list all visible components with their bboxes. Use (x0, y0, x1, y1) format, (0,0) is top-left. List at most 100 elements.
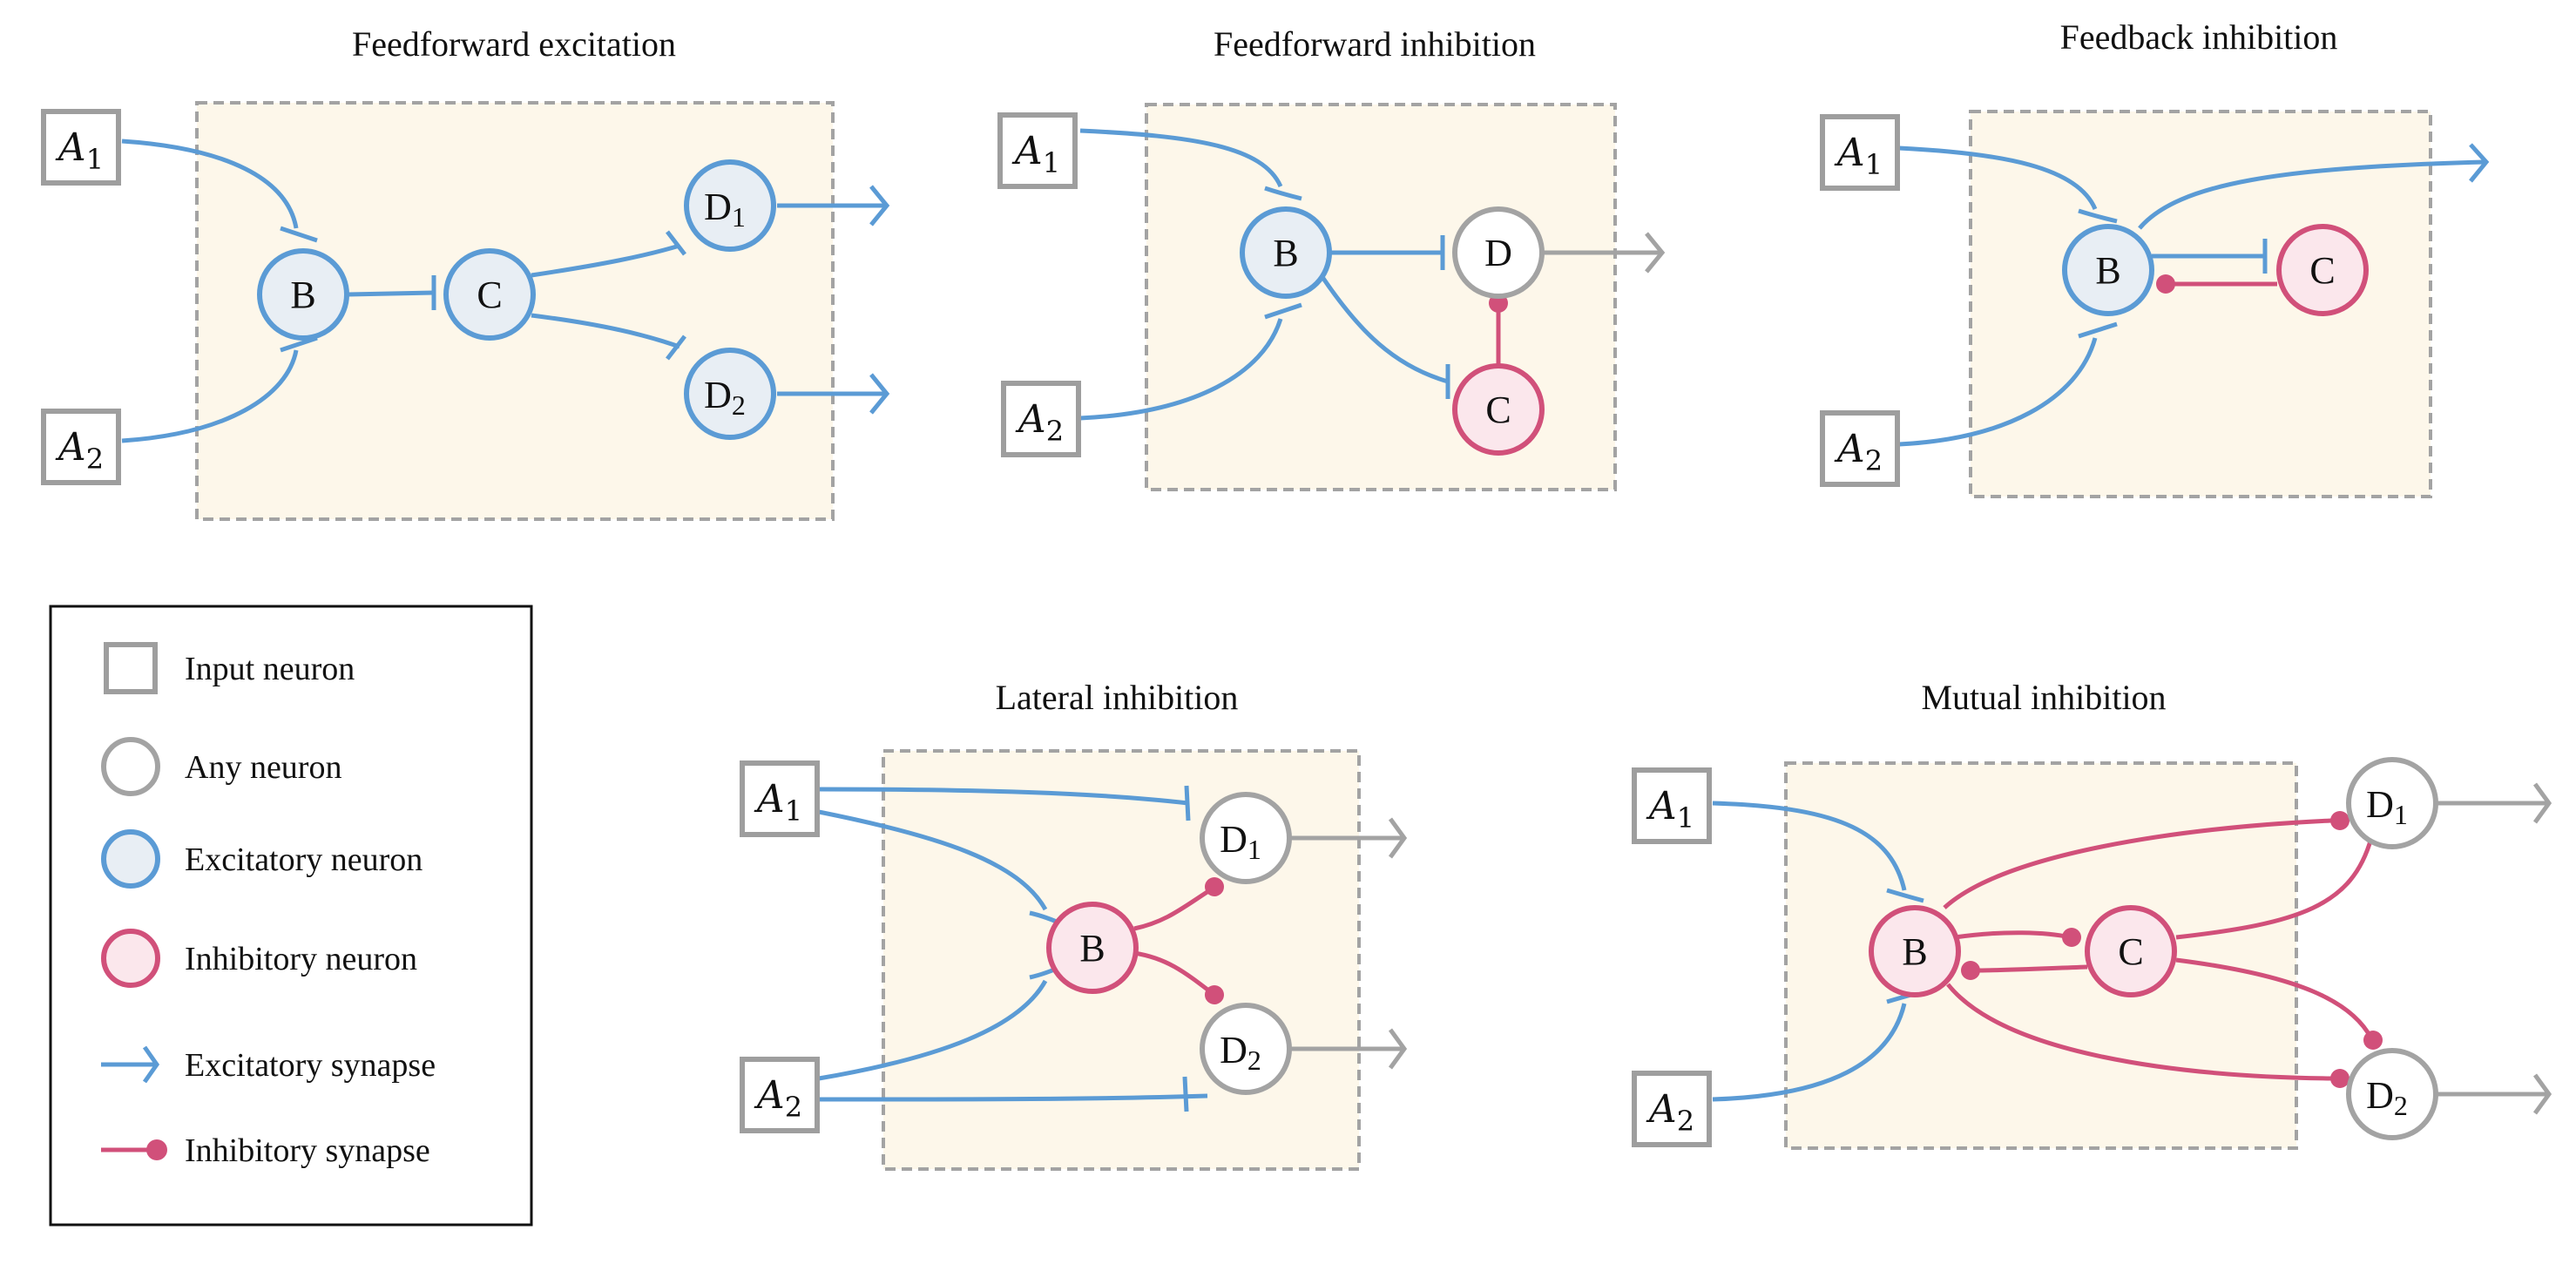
svg-text:A1: A1 (1011, 129, 1060, 179)
svg-text:A2: A2 (1646, 1087, 1694, 1138)
output-synapse (1289, 817, 1408, 859)
inhibitory-synapse (2175, 957, 2374, 1040)
excitatory-synapse (2138, 159, 2485, 230)
panel-feedforward-inhibition: Feedforward inhibition A1 A2 B D C (997, 24, 1666, 491)
neuron-label: C (477, 274, 502, 316)
svg-text:D1: D1 (704, 186, 746, 233)
inhibitory-synapse (1973, 964, 2088, 973)
svg-text:A2: A2 (1015, 397, 1064, 448)
input-neuron-a2 (41, 409, 121, 485)
inhibitory-terminal (2363, 1031, 2383, 1050)
circuit-box (1969, 110, 2432, 498)
neuron-label: D (2366, 783, 2394, 826)
inhibitory-terminal (2062, 928, 2081, 947)
excitatory-neuron-b (2062, 224, 2154, 316)
excitatory-synapse (121, 139, 299, 229)
neuron-label: D (1484, 232, 1512, 274)
synapse-terminal (666, 230, 686, 256)
neuron-label: A (1834, 427, 1865, 471)
neuron-subscript: 2 (1247, 1044, 1261, 1076)
legend-excitatory-synapse: Excitatory synapse (185, 1047, 436, 1084)
neuron-subscript: 2 (2394, 1090, 2408, 1121)
neuron-subscript: 1 (1043, 146, 1060, 179)
input-neuron-a1 (41, 109, 121, 186)
neuron-label: A (1646, 784, 1677, 828)
excitatory-synapse (348, 290, 435, 297)
excitatory-synapse (818, 809, 1048, 911)
legend-any-neuron-icon (101, 737, 160, 796)
excitatory-synapse (1898, 145, 2098, 211)
circuit-box (1784, 761, 2298, 1150)
inhibitory-terminal (1205, 877, 1224, 896)
neuron-label: D (704, 374, 732, 416)
neuron-label: C (2309, 249, 2335, 292)
legend-any-neuron: Any neuron (185, 749, 341, 786)
panel-title: Feedback inhibition (2060, 17, 2338, 57)
output-synapse (1542, 232, 1666, 274)
legend-input-neuron-icon (104, 642, 158, 694)
inhibitory-synapse (1954, 930, 2071, 940)
inhibitory-neuron-b (1869, 905, 1961, 997)
svg-text:A2: A2 (1834, 427, 1883, 477)
excitatory-synapse (121, 349, 299, 443)
neuron-label: B (1902, 930, 1927, 973)
svg-text:A2: A2 (754, 1073, 802, 1124)
excitatory-synapse (531, 243, 680, 278)
neuron-label: A (55, 125, 86, 170)
neuron-subscript: 2 (1865, 444, 1883, 477)
svg-text:D1: D1 (2366, 783, 2408, 830)
neuron-subscript: 1 (1247, 834, 1261, 865)
excitatory-synapse (818, 787, 1189, 806)
svg-text:D2: D2 (704, 374, 746, 421)
excitatory-neuron-c (443, 248, 536, 341)
any-neuron-d1 (1200, 792, 1292, 884)
neuron-subscript: 2 (86, 443, 104, 476)
input-neuron-a2 (1820, 410, 1900, 487)
excitatory-synapse (531, 313, 680, 349)
svg-text:A1: A1 (1646, 784, 1694, 835)
neuron-subscript: 1 (2394, 799, 2408, 830)
input-neuron-a2 (1001, 381, 1081, 457)
neuron-label: B (2095, 249, 2120, 292)
panel-title: Feedforward inhibition (1214, 24, 1536, 64)
svg-text:A2: A2 (55, 425, 104, 476)
synapse-terminal (1182, 1076, 1189, 1112)
inhibitory-terminal (2330, 811, 2350, 830)
inhibitory-terminal (1205, 985, 1224, 1004)
excitatory-synapse (1079, 128, 1283, 188)
excitatory-synapse (818, 1093, 1208, 1102)
legend-input-neuron: Input neuron (185, 651, 355, 687)
panel-title: Lateral inhibition (996, 678, 1239, 717)
neuron-label: A (1011, 129, 1043, 173)
circuit-box (1145, 103, 1617, 491)
inhibitory-synapse (1943, 818, 2332, 909)
neuron-label: D (1220, 1029, 1247, 1071)
output-synapse (777, 185, 890, 226)
excitatory-neuron-b (257, 248, 349, 341)
neuron-subscript: 2 (732, 389, 746, 421)
neuron-label: A (1834, 131, 1865, 175)
neuron-subscript: 1 (785, 794, 802, 828)
input-neuron-a2 (1632, 1071, 1712, 1147)
inhibitory-terminal (2156, 274, 2175, 294)
inhibitory-synapse (2175, 837, 2374, 940)
panel-lateral-inhibition: Lateral inhibition A1 A2 B D1 D2 (740, 678, 1408, 1171)
excitatory-synapse (1898, 337, 2098, 447)
synapse-terminal (2078, 321, 2118, 339)
excitatory-neuron-d1 (684, 159, 776, 252)
neuron-subscript: 2 (785, 1091, 802, 1124)
any-neuron-d2 (2346, 1048, 2438, 1140)
synapse-terminal (1264, 302, 1302, 320)
neuron-label: B (1079, 927, 1105, 970)
neuron-label: B (290, 274, 315, 316)
legend-excitatory-neuron-icon (101, 829, 160, 889)
legend-inhibitory-synapse: Inhibitory synapse (185, 1132, 430, 1169)
neuron-label: D (2366, 1074, 2394, 1117)
neuron-subscript: 2 (1677, 1105, 1694, 1138)
inhibitory-terminal (2330, 1069, 2350, 1088)
legend-excitatory-synapse-icon (101, 1045, 160, 1084)
panel-mutual-inhibition: Mutual inhibition A1 A2 B C D1 D2 (1632, 678, 2552, 1150)
neuron-label: A (754, 1073, 785, 1118)
input-neuron-a1 (1820, 114, 1900, 191)
